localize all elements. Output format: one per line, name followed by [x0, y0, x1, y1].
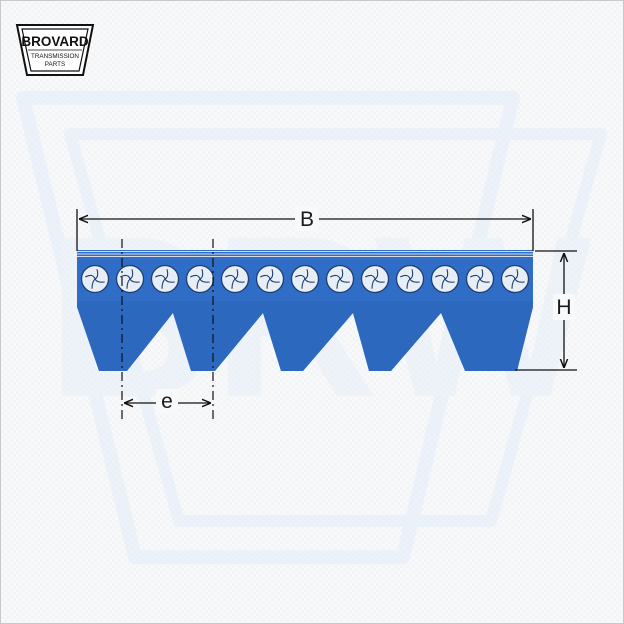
width-dimension: B — [76, 207, 534, 251]
brand-line1: TRANSMISSION — [31, 53, 79, 60]
width-label: B — [300, 208, 314, 231]
pitch-dimension: e — [121, 239, 214, 419]
tension-cords — [80, 264, 530, 294]
tension-cord — [430, 264, 460, 294]
tension-cord — [465, 264, 495, 294]
belt-top-layers — [77, 250, 533, 258]
brand-logo: BROVARD TRANSMISSION PARTS — [15, 24, 95, 76]
tension-cord — [185, 264, 215, 294]
tension-cord — [150, 264, 180, 294]
tension-cord — [500, 264, 530, 294]
brand-line2: PARTS — [45, 61, 65, 68]
brand-name: BROVARD — [21, 34, 89, 49]
tension-cord — [325, 264, 355, 294]
tension-cord — [360, 264, 390, 294]
tension-cord — [255, 264, 285, 294]
pitch-label: e — [161, 390, 173, 413]
height-dimension: H — [515, 250, 577, 371]
belt-cross-section — [77, 250, 533, 371]
tension-cord — [395, 264, 425, 294]
tension-cord — [220, 264, 250, 294]
tension-cord — [290, 264, 320, 294]
tension-cord — [115, 264, 145, 294]
tension-cord — [80, 264, 110, 294]
height-label: H — [556, 296, 571, 319]
